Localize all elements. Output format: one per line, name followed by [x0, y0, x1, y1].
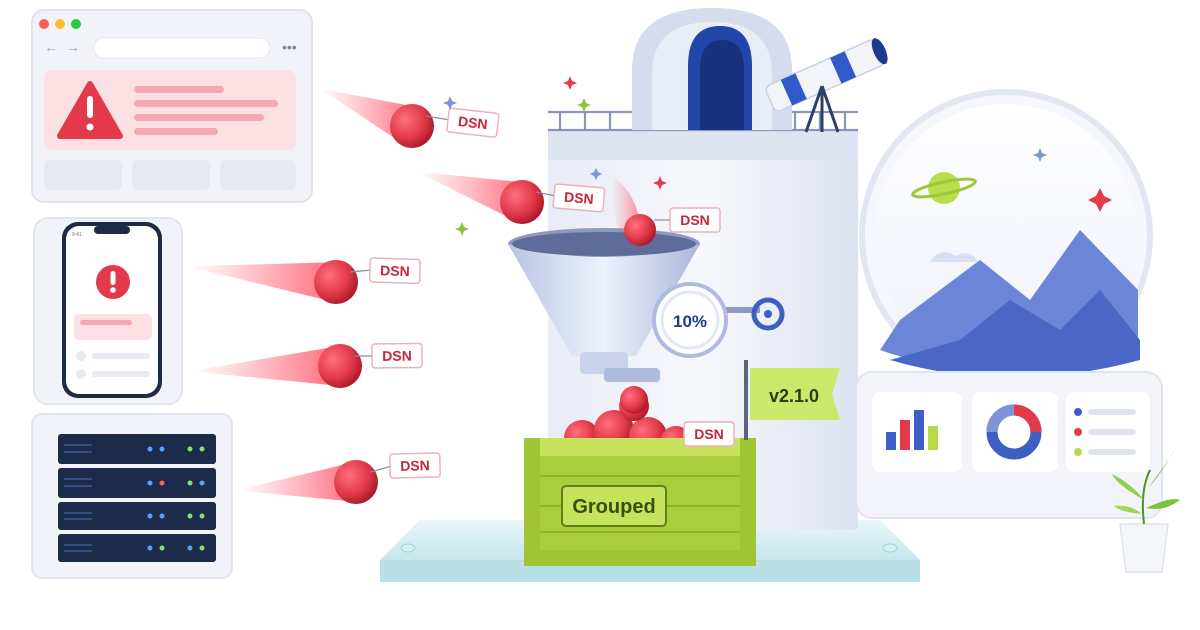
forward-arrow-icon: →	[66, 39, 80, 55]
telescope-icon	[765, 38, 888, 133]
event-trail	[190, 346, 341, 386]
sparkles	[443, 76, 667, 236]
dsn-tag-text: DSN	[382, 348, 412, 364]
error-event: DSN	[416, 171, 606, 224]
sparkle-icon	[1088, 188, 1112, 212]
dsn-tag: DSN	[369, 452, 441, 479]
error-event: DSN	[186, 257, 422, 304]
error-events: DSN DSN DSN DSN DSN DSN DSN	[186, 88, 735, 504]
error-event: DSN	[190, 342, 423, 388]
browser-window: ← → •••	[31, 9, 313, 203]
error-event: DSN	[654, 207, 721, 233]
dsn-tag: DSN	[683, 421, 735, 447]
plant-icon	[1112, 450, 1180, 573]
phone-device: 9:41	[33, 217, 183, 405]
dsn-tag-text: DSN	[400, 457, 430, 474]
dsn-tag: DSN	[354, 342, 423, 369]
event-ball	[334, 460, 378, 504]
planet-window	[859, 89, 1153, 383]
gauge-icon: 10%	[652, 282, 785, 358]
dsn-tag: DSN	[349, 257, 422, 285]
window-minimize-dot	[55, 19, 65, 29]
event-trail	[236, 462, 358, 502]
event-ball	[500, 180, 544, 224]
sparkle-icon	[1033, 148, 1047, 162]
server-rack-icon	[31, 413, 233, 579]
dsn-tag-text: DSN	[457, 113, 488, 132]
planet-icon	[928, 172, 960, 204]
crate-label: Grouped	[572, 496, 655, 518]
error-event: DSN	[319, 88, 500, 148]
throttle-percentage: 10%	[673, 312, 707, 331]
event-trail	[416, 171, 528, 222]
release-version: v2.1.0	[769, 386, 819, 406]
event-ball	[314, 260, 358, 304]
svg-text:9:41: 9:41	[72, 232, 82, 238]
back-arrow-icon: ←	[44, 39, 58, 55]
address-bar	[93, 37, 271, 59]
dsn-tag-text: DSN	[380, 262, 410, 279]
dsn-tag: DSN	[425, 107, 500, 138]
event-ball	[318, 344, 362, 388]
falling-event	[611, 176, 656, 414]
dsn-tag-text: DSN	[564, 189, 595, 207]
error-event: DSN	[236, 452, 441, 504]
event-ball	[390, 104, 434, 148]
event-trail	[186, 262, 339, 302]
warning-triangle-icon	[57, 81, 123, 139]
dsn-tag: DSN	[535, 183, 606, 213]
window-maximize-dot	[71, 19, 81, 29]
exclamation-circle-icon	[96, 265, 130, 299]
window-close-dot	[39, 19, 49, 29]
dsn-tag-text: DSN	[694, 426, 724, 442]
dsn-tag: DSN	[654, 207, 721, 233]
more-menu-icon: •••	[282, 39, 297, 55]
dsn-tag-text: DSN	[680, 212, 710, 228]
dashboard-icon	[855, 371, 1163, 519]
release-flag: v2.1.0	[744, 360, 840, 440]
